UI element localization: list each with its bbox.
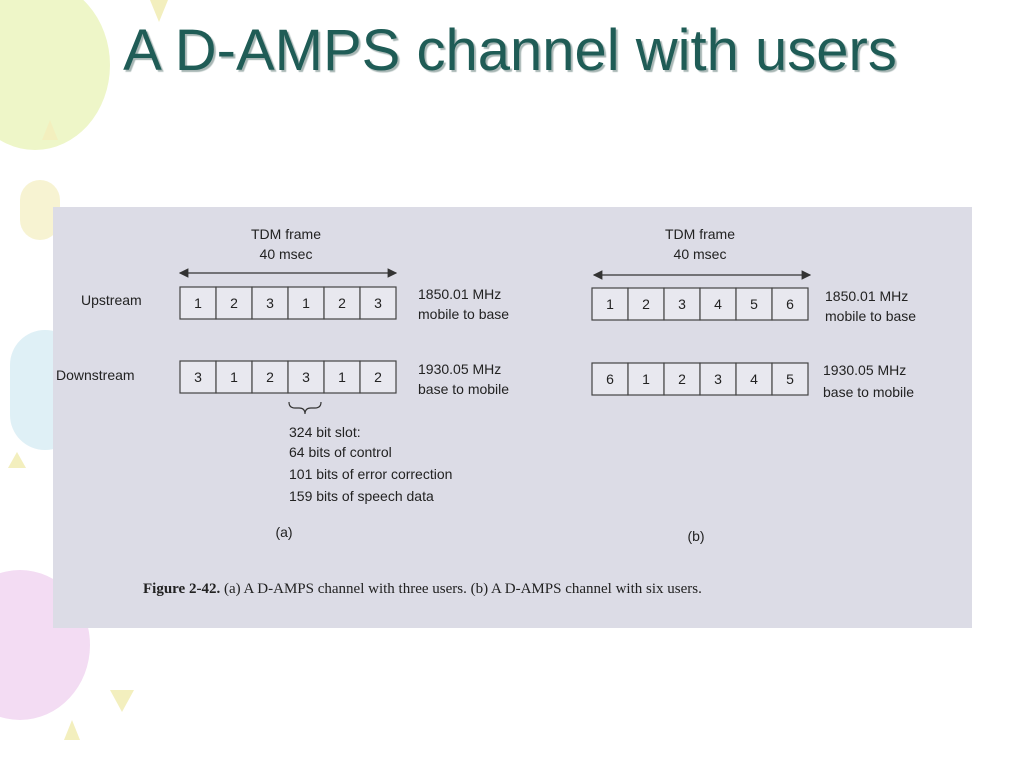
upstream-direction-b: mobile to base	[825, 308, 916, 324]
downstream-slots-b: 6 1 2 3 4 5	[591, 362, 809, 396]
slot-detail-line: 159 bits of speech data	[289, 488, 434, 504]
time-slot	[591, 362, 629, 396]
slot-number: 2	[338, 295, 346, 311]
tdm-frame-label-a: TDM frame	[251, 226, 321, 242]
time-slot	[215, 360, 253, 394]
time-slot	[771, 362, 809, 396]
figure-image: TDM frame 40 msec Upstream 1 2 3 1 2 3 1850.0…	[53, 207, 972, 628]
slot-number: 1	[230, 369, 238, 385]
tdm-diagram: TDM frame 40 msec Upstream 1 2 3 1 2 3 1850.0…	[56, 226, 916, 544]
confetti-decoration	[150, 0, 168, 22]
confetti-decoration	[8, 452, 26, 468]
slot-number: 4	[750, 371, 758, 387]
slot-number: 1	[194, 295, 202, 311]
slot-number: 2	[374, 369, 382, 385]
slot-number: 3	[266, 295, 274, 311]
figure-caption: Figure 2-42. (a) A D-AMPS channel with t…	[143, 579, 923, 599]
slot-number: 1	[302, 295, 310, 311]
panel-label-a: (a)	[275, 524, 292, 540]
time-slot	[359, 360, 397, 394]
slot-number: 6	[786, 296, 794, 312]
downstream-freq-b: 1930.05 MHz	[823, 362, 906, 378]
slot-number: 3	[678, 296, 686, 312]
figure-caption-text: (a) A D-AMPS channel with three users. (…	[223, 581, 702, 597]
slot-detail-line: 324 bit slot:	[289, 424, 361, 440]
upstream-freq-b: 1850.01 MHz	[825, 288, 908, 304]
slot-number: 6	[606, 371, 614, 387]
slot-number: 3	[374, 295, 382, 311]
time-slot	[771, 287, 809, 321]
slot-number: 3	[714, 371, 722, 387]
time-slot	[179, 360, 217, 394]
downstream-freq-a: 1930.05 MHz	[418, 361, 501, 377]
slot-number: 3	[302, 369, 310, 385]
slot-number: 2	[266, 369, 274, 385]
downstream-direction-a: base to mobile	[418, 381, 509, 397]
slot-number: 5	[750, 296, 758, 312]
time-slot	[359, 286, 397, 320]
time-slot	[735, 287, 773, 321]
time-slot	[663, 287, 701, 321]
frame-duration-b: 40 msec	[674, 246, 727, 262]
upstream-label: Upstream	[81, 292, 142, 308]
slot-detail-line: 101 bits of error correction	[289, 466, 452, 482]
slot-brace	[288, 401, 322, 415]
slot-number: 2	[230, 295, 238, 311]
downstream-direction-b: base to mobile	[823, 384, 914, 400]
confetti-decoration	[42, 120, 58, 140]
time-slot	[699, 362, 737, 396]
frame-duration-a: 40 msec	[260, 246, 313, 262]
slot-number: 2	[642, 296, 650, 312]
upstream-slots-a: 1 2 3 1 2 3	[179, 286, 397, 320]
downstream-slots-a: 3 1 2 3 1 2	[179, 360, 397, 394]
slot-number: 5	[786, 371, 794, 387]
tdm-frame-label-b: TDM frame	[665, 226, 735, 242]
time-slot	[251, 360, 289, 394]
slot-number: 4	[714, 296, 722, 312]
slide-title: A D-AMPS channel with users	[123, 18, 897, 83]
time-slot	[215, 286, 253, 320]
slot-number: 3	[194, 369, 202, 385]
upstream-slots-b: 1 2 3 4 5 6	[591, 287, 809, 321]
upstream-freq-a: 1850.01 MHz	[418, 286, 501, 302]
downstream-label: Downstream	[56, 367, 135, 383]
figure-number: Figure 2-42.	[143, 581, 221, 597]
time-slot	[627, 362, 665, 396]
slot-number: 1	[338, 369, 346, 385]
slot-detail-line: 64 bits of control	[289, 444, 392, 460]
upstream-direction-a: mobile to base	[418, 306, 509, 322]
slot-number: 1	[642, 371, 650, 387]
slot-number: 2	[678, 371, 686, 387]
slot-number: 1	[606, 296, 614, 312]
confetti-decoration	[64, 720, 80, 740]
time-slot	[699, 287, 737, 321]
time-slot	[627, 287, 665, 321]
confetti-decoration	[110, 690, 134, 712]
panel-label-b: (b)	[687, 528, 704, 544]
